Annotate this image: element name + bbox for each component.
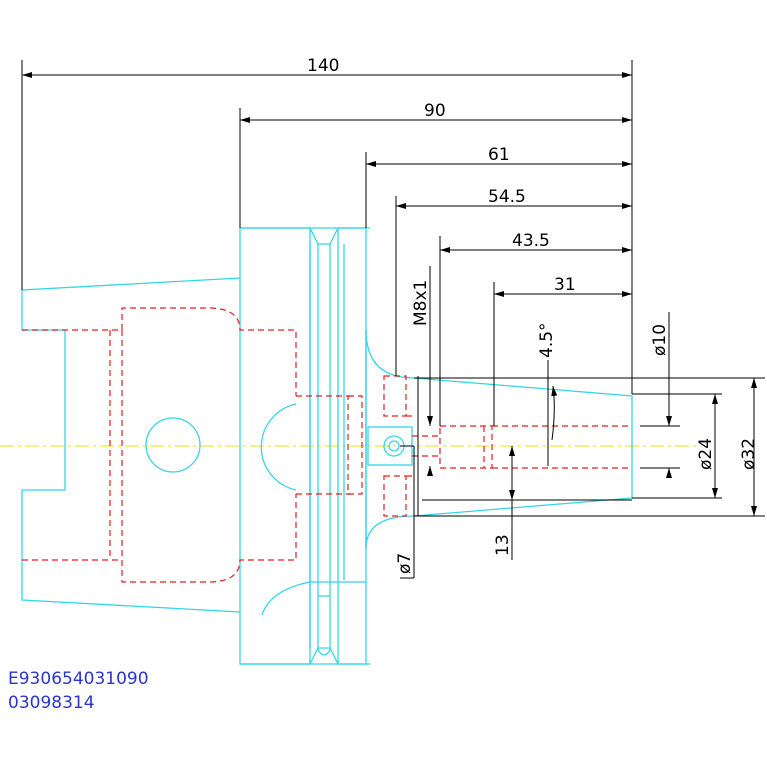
- dim-thread: M8x1: [411, 280, 431, 326]
- dim-thread-to-tip: 54.5: [488, 187, 526, 207]
- dim-depth: 13: [493, 534, 513, 556]
- dim-dia-small: ø7: [395, 553, 415, 574]
- dim-dia-tip: ø24: [696, 438, 716, 470]
- dim-dia-bore: ø10: [650, 324, 670, 356]
- hidden-internal-bore: [22, 307, 632, 583]
- dim-body-to-tip: 61: [488, 145, 510, 165]
- tool-holder-outline: [21, 227, 633, 665]
- dim-flange-to-tip: 90: [424, 101, 446, 121]
- dim-pin-to-tip: 31: [554, 275, 576, 295]
- part-number: E930654031090: [8, 669, 149, 689]
- drawing-number: 03098314: [8, 693, 95, 713]
- dim-bore-to-tip: 43.5: [512, 231, 550, 251]
- dim-dia-nose: ø32: [739, 438, 759, 470]
- dimension-lines: [21, 60, 765, 579]
- dim-overall-length: 140: [307, 56, 339, 76]
- dim-taper-angle: 4.5°: [537, 322, 557, 358]
